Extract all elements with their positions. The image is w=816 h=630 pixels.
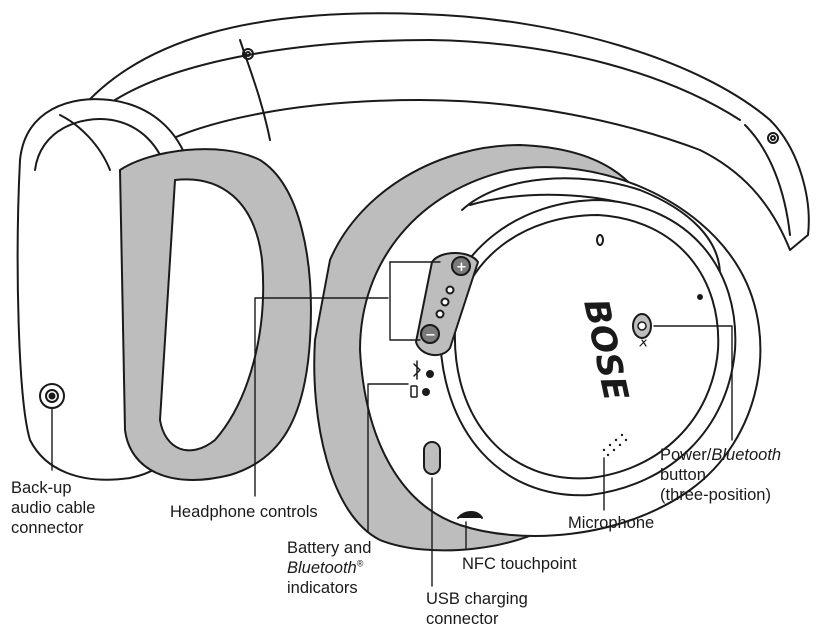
- nfc-touchpoint: [457, 511, 483, 519]
- nfc-callout: NFC touchpoint: [462, 555, 577, 573]
- usb-callout: USB charging connector: [426, 590, 528, 628]
- leader-lines: [51, 261, 733, 587]
- backup-audio-callout: Back-up audio cable connector: [11, 479, 96, 537]
- minus-icon: [420, 324, 440, 344]
- power-bluetooth-callout: Power/Bluetooth button (three-position): [660, 446, 782, 504]
- battery-icon: [410, 385, 418, 398]
- microphone-callout: Microphone: [568, 514, 655, 532]
- headphone-controls-callout: Headphone controls: [170, 503, 318, 521]
- microphone-grille: [602, 433, 628, 457]
- power-icon: [637, 321, 647, 331]
- bluetooth-icon: [413, 360, 421, 380]
- plus-icon: [451, 256, 471, 276]
- left-earcup: [16, 98, 312, 481]
- usb-charging-port: [423, 441, 441, 475]
- headband: [79, 12, 810, 251]
- right-earcup: [313, 144, 762, 552]
- battery-bluetooth-callout: Battery and Bluetooth® indicators: [287, 539, 372, 597]
